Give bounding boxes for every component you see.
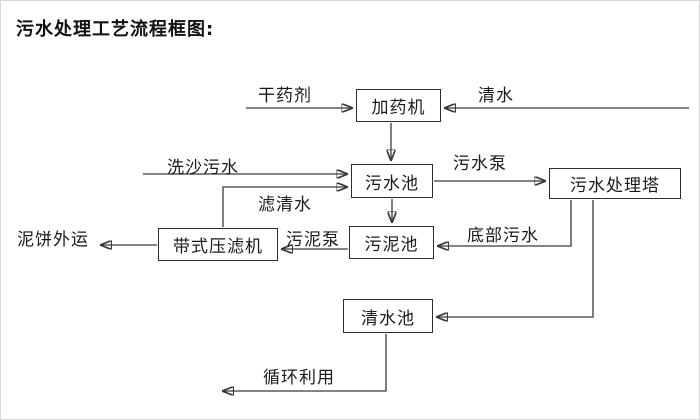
node-sewage-treatment-tower-label: 污水处理塔 (570, 176, 660, 196)
node-belt-filter-press: 带式压滤机 (158, 228, 278, 261)
flow-label-sludge-pump: 污泥泵 (286, 230, 340, 250)
flow-label-sand-washing-sewage: 洗沙污水 (167, 158, 239, 178)
page-title: 污水处理工艺流程框图: (16, 19, 215, 40)
node-sludge-pool: 污泥池 (349, 226, 434, 259)
node-sewage-pool: 污水池 (351, 164, 433, 198)
flow-label-dry-chemical: 干药剂 (258, 86, 312, 106)
flow-label-sewage-pump: 污水泵 (453, 154, 507, 174)
flow-label-mud-cake-transport: 泥饼外运 (17, 230, 89, 250)
node-sewage-treatment-tower: 污水处理塔 (549, 168, 681, 199)
node-sewage-pool-label: 污水池 (365, 173, 419, 194)
edge-tower-to-clear-water-pool (438, 200, 594, 317)
node-sludge-pool-label: 污泥池 (364, 235, 419, 255)
flow-label-bottom-sewage: 底部污水 (467, 226, 539, 246)
node-belt-filter-press-label: 带式压滤机 (173, 237, 263, 257)
node-dosing-machine: 加药机 (356, 89, 441, 122)
node-clear-water-pool: 清水池 (343, 299, 433, 333)
flow-label-clear-water: 清水 (478, 86, 514, 106)
flow-label-filtered-clear-water: 滤清水 (258, 195, 312, 215)
flow-label-recycle-use: 循环利用 (263, 368, 335, 388)
node-clear-water-pool-label: 清水池 (361, 308, 415, 329)
node-dosing-machine-label: 加药机 (371, 98, 426, 118)
